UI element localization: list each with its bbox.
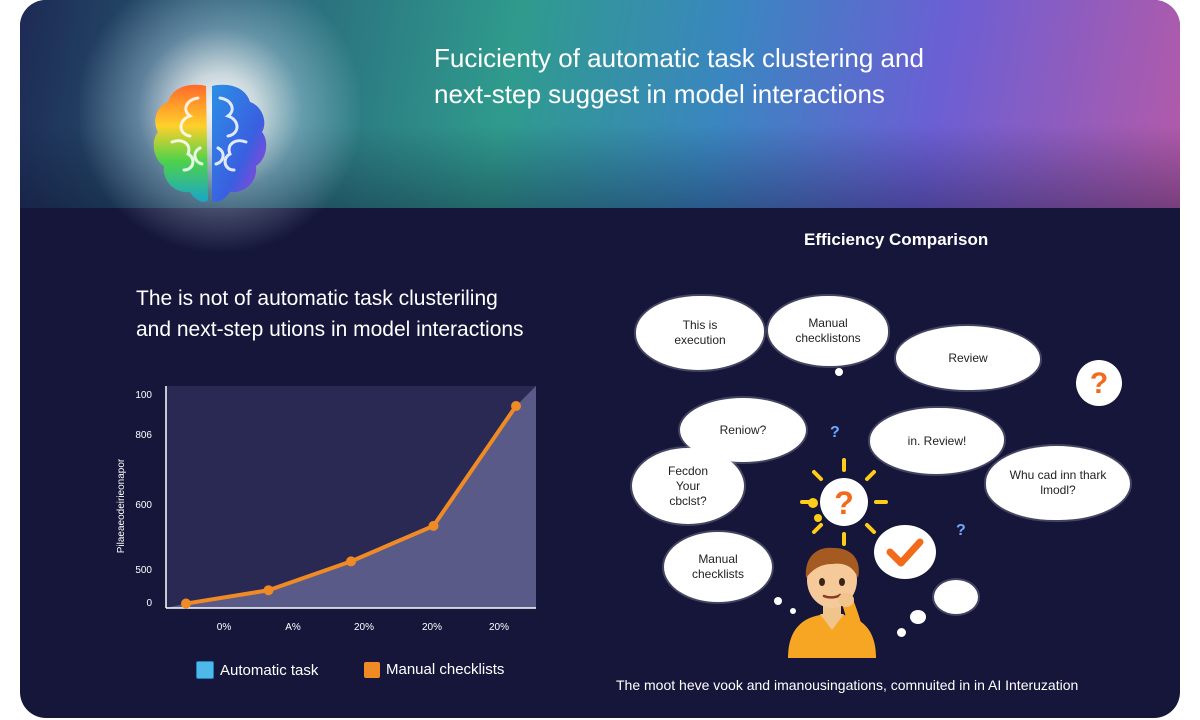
small-question-icon: ? xyxy=(956,522,966,539)
bubble-text-line: execution xyxy=(674,333,726,347)
data-point xyxy=(263,585,274,596)
bubble-tail-dot xyxy=(910,610,926,624)
bubble-text-line: Reniow? xyxy=(719,422,767,437)
svg-text:?: ? xyxy=(834,485,854,521)
yellow-dot xyxy=(808,498,818,508)
footer-caption: The moot heve vook and imanousingations,… xyxy=(616,677,1079,693)
legend-automatic-task: Automatic task xyxy=(196,661,318,679)
brain-icon xyxy=(153,84,267,202)
title-line-1: Fucicienty of automatic task clustering … xyxy=(434,43,924,73)
x-tick-label: 20% xyxy=(422,622,442,633)
chart-tick-layer: 100 806 600 500 0 0% A% 20% 20% 20% Pilaeaeodeirie… xyxy=(116,390,509,633)
bubble-tail-dot xyxy=(835,368,843,376)
thinking-person-icon xyxy=(788,547,876,658)
chart-area-layer xyxy=(165,386,536,609)
bubble-text-line: in. Review! xyxy=(907,433,967,448)
y-tick-label: 806 xyxy=(135,430,152,441)
question-burst-icon: ? xyxy=(800,458,888,546)
legend-swatch-automatic xyxy=(196,661,214,679)
bubble-text-line: checklists xyxy=(691,567,744,581)
legend-swatch-manual xyxy=(364,661,380,678)
question-mark-icon: ? xyxy=(1076,360,1122,406)
bubble-text-line: lmodl? xyxy=(1040,483,1076,497)
small-question-icon: ? xyxy=(830,424,840,441)
bubble-empty-right xyxy=(934,580,978,614)
bubble-text-line: checklistons xyxy=(795,331,861,345)
bubble-text-line: Review xyxy=(948,350,988,365)
checkmark-icon xyxy=(874,525,936,579)
subtitle-line-1: The is not of automatic task clusterilin… xyxy=(136,287,498,310)
bubble-manual-checklistons: Manual checklistons xyxy=(768,296,888,366)
bubble-tail-dot xyxy=(897,628,906,637)
legend-label-manual: Manual checklists xyxy=(386,661,505,678)
x-tick-label: 20% xyxy=(489,622,509,633)
bubble-review-text: Review xyxy=(940,351,995,366)
bubble-text-line: Fecdon xyxy=(667,463,709,478)
title-line-2: next-step suggest in model interactions xyxy=(434,79,885,109)
y-tick-label: 0 xyxy=(146,598,152,609)
bubble-text-line: Manual xyxy=(808,316,848,330)
bubble-manual-checklists: Manual checklists xyxy=(664,532,772,602)
legend-manual-checklists: Manual checklists xyxy=(364,661,504,678)
y-tick-label: 600 xyxy=(135,500,152,511)
bubble-reniow-text: Reniow? xyxy=(712,423,775,438)
bubble-feedback-text: Fecdon Your cbclst? xyxy=(660,464,716,509)
area-chart: 100 806 600 500 0 0% A% 20% 20% 20% Pilaeaeodeirie… xyxy=(116,386,536,633)
y-tick-label: 100 xyxy=(135,390,152,401)
bubble-think-model: Whu cad inn thark lmodl? xyxy=(986,446,1130,520)
chart-subtitle: The is not of automatic task clusterilin… xyxy=(136,283,576,345)
data-point xyxy=(428,520,439,531)
y-tick-label: 500 xyxy=(135,565,152,576)
bubble-text-line: This is xyxy=(682,318,718,332)
comparison-title: Efficiency Comparison xyxy=(804,230,989,249)
bubble-review: Review xyxy=(896,326,1040,390)
bubble-tail-dot xyxy=(774,597,782,605)
bubble-tail-dot xyxy=(790,608,796,614)
bubble-text-line: Manual xyxy=(698,552,738,566)
data-point xyxy=(346,556,356,567)
bubble-manual-checklists-text: Manual checklists xyxy=(684,552,752,582)
page-title: Fucicienty of automatic task clustering … xyxy=(434,40,1074,112)
bubble-feedback: Fecdon Your cbclst? xyxy=(632,448,744,524)
bubble-execution: This is execution xyxy=(636,296,764,370)
bubble-manual-checklistons-text: Manual checklistons xyxy=(787,316,868,346)
svg-text:?: ? xyxy=(1090,367,1108,400)
bubble-in-review: in. Review! xyxy=(870,408,1004,474)
bubble-text-line: Whu cad inn thark xyxy=(1009,468,1107,482)
data-point xyxy=(511,400,521,411)
subtitle-line-2: and next-step utions in model interactio… xyxy=(136,318,524,341)
bubble-text-line: cbclst? xyxy=(669,493,707,508)
x-tick-label: 0% xyxy=(217,622,232,633)
bubble-think-model-text: Whu cad inn thark lmodl? xyxy=(1002,468,1115,498)
y-axis-label: Pilaeaeodeirieonapor xyxy=(116,458,127,553)
x-tick-label: 20% xyxy=(354,622,374,633)
area-fill xyxy=(166,386,536,608)
infographic-card: Fucicienty of automatic task clustering … xyxy=(20,0,1180,718)
bubble-text-line: Your xyxy=(675,478,701,493)
legend-label-automatic: Automatic task xyxy=(220,661,319,679)
bubble-in-review-text: in. Review! xyxy=(900,434,975,449)
bubble-execution-text: This is execution xyxy=(666,318,733,348)
chart-line-layer xyxy=(181,400,521,609)
data-point xyxy=(181,598,191,609)
yellow-dot xyxy=(814,514,822,522)
x-tick-label: A% xyxy=(285,622,301,633)
